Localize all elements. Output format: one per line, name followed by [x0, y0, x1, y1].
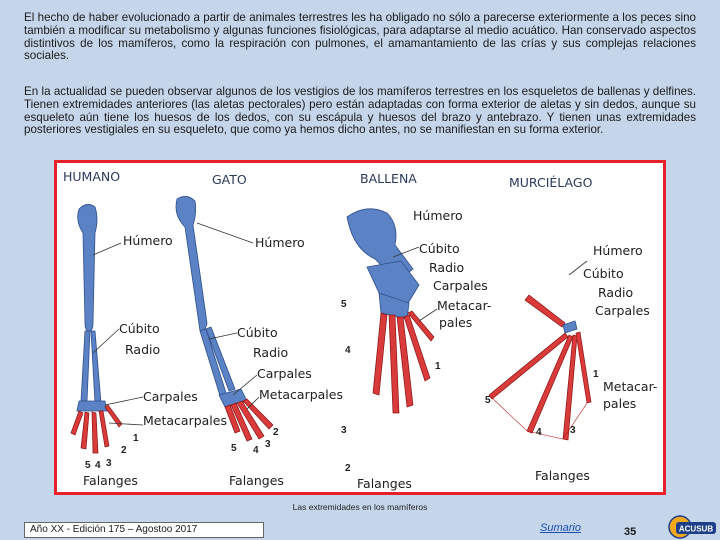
bat-label-radio: Radio: [598, 285, 633, 300]
limb-comparison-figure: HUMANO GATO BALLENA MURCIÉLAGO 5 4 3 2 1…: [54, 160, 666, 495]
cat-digit-3: 3: [265, 439, 271, 450]
whale-digit-4: 4: [345, 345, 351, 356]
cat-label-radio: Radio: [253, 345, 288, 360]
acusub-logo: ACUSUB: [668, 515, 716, 539]
whale-label-metacarpales-2: pales: [439, 315, 472, 330]
human-label-metacarpales: Metacarpales: [143, 413, 227, 428]
whale-digit-3: 3: [341, 425, 347, 436]
cat-label-metacarpales: Metacarpales: [259, 387, 343, 402]
whale-digit-1: 1: [435, 361, 441, 372]
bat-digit-1: 1: [593, 369, 599, 380]
whale-label-metacarpales-1: Metacar-: [437, 298, 491, 313]
sumario-link[interactable]: Sumario: [540, 522, 581, 534]
cat-label-carpales: Carpales: [257, 366, 312, 381]
human-label-falanges: Falanges: [83, 473, 138, 488]
whale-digit-2: 2: [345, 463, 351, 474]
page-number: 35: [624, 526, 637, 538]
bat-digit-4: 4: [536, 427, 542, 438]
whale-label-carpales: Carpales: [433, 278, 488, 293]
vestiges-paragraph: En la actualidad se pueden observar algu…: [24, 85, 696, 137]
human-label-humero: Húmero: [123, 233, 173, 248]
figure-caption: Las extremidades en los mamíferos: [292, 502, 428, 512]
human-digit-4: 4: [95, 460, 101, 471]
header-murcielago: MURCIÉLAGO: [509, 175, 593, 190]
cat-label-falanges: Falanges: [229, 473, 284, 488]
bat-digit-5: 5: [485, 395, 491, 406]
bat-digit-3: 3: [570, 425, 576, 436]
header-ballena: BALLENA: [360, 171, 417, 186]
edition-footer: Año XX - Edición 175 – Agostoo 2017: [24, 522, 264, 538]
whale-limb-drawing: [346, 208, 435, 414]
whale-label-humero: Húmero: [413, 208, 463, 223]
cat-digit-5: 5: [231, 443, 237, 454]
whale-label-falanges: Falanges: [357, 476, 412, 491]
bat-label-metacarpales-2: pales: [603, 396, 636, 411]
header-gato: GATO: [212, 172, 247, 187]
bat-label-carpales: Carpales: [595, 303, 650, 318]
bat-label-cubito: Cúbito: [583, 266, 624, 281]
human-label-cubito: Cúbito: [119, 321, 160, 336]
logo-text: ACUSUB: [679, 525, 713, 534]
human-digit-2: 2: [121, 445, 127, 456]
human-label-carpales: Carpales: [143, 389, 198, 404]
human-digit-3: 3: [106, 458, 112, 469]
human-limb-drawing: [70, 204, 123, 454]
whale-label-cubito: Cúbito: [419, 241, 460, 256]
bat-label-falanges: Falanges: [535, 468, 590, 483]
intro-paragraph: El hecho de haber evolucionado a partir …: [24, 11, 696, 63]
cat-label-cubito: Cúbito: [237, 325, 278, 340]
cat-digit-4: 4: [253, 445, 259, 456]
bat-label-metacarpales-1: Metacar-: [603, 379, 657, 394]
bat-limb-drawing: [488, 294, 592, 441]
human-label-radio: Radio: [125, 342, 160, 357]
whale-label-radio: Radio: [429, 260, 464, 275]
whale-digit-5: 5: [341, 299, 347, 310]
cat-digit-2: 2: [273, 427, 279, 438]
bat-label-humero: Húmero: [593, 243, 643, 258]
human-digit-1: 1: [133, 433, 139, 444]
cat-label-humero: Húmero: [255, 235, 305, 250]
header-humano: HUMANO: [63, 169, 120, 184]
cat-limb-drawing: [175, 196, 274, 442]
limb-comparison-illustration: HUMANO GATO BALLENA MURCIÉLAGO 5 4 3 2 1…: [63, 169, 657, 491]
human-digit-5: 5: [85, 460, 91, 471]
